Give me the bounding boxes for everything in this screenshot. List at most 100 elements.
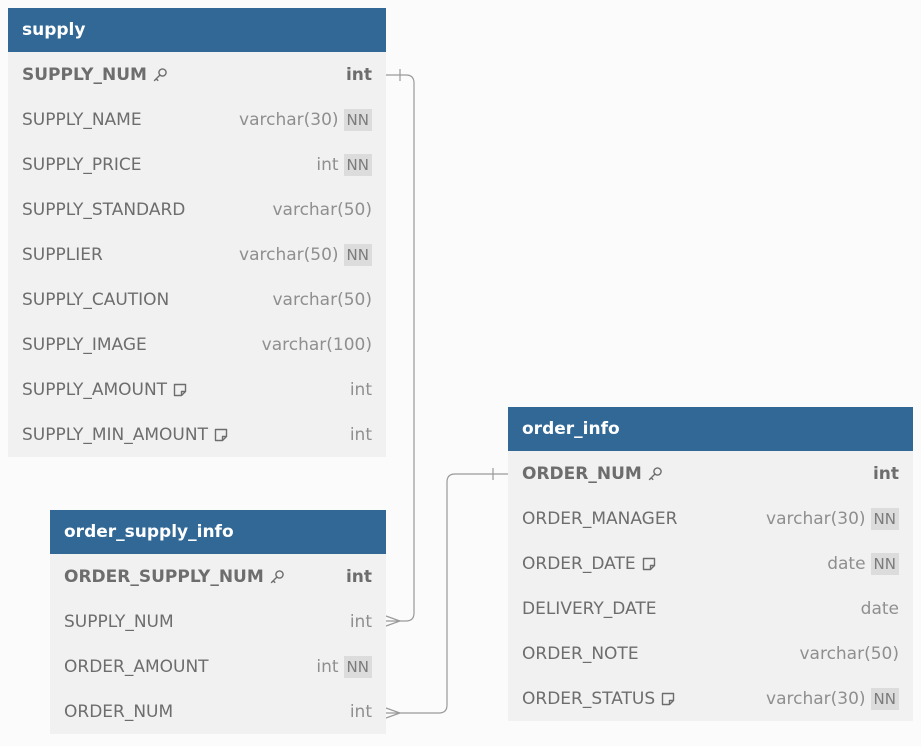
column-name-cell: SUPPLY_NAME [22,110,142,130]
note-icon[interactable] [213,427,229,443]
column-type-cell: int [346,65,372,85]
table-header[interactable]: order_info [508,407,913,451]
note-icon[interactable] [660,691,676,707]
column-name-cell: SUPPLY_NUM [22,65,168,85]
column-row-supply-min-amount[interactable]: SUPPLY_MIN_AMOUNT int [8,412,386,457]
column-type: varchar(50) [239,244,339,265]
column-name: SUPPLY_IMAGE [22,334,147,355]
column-type: int [872,463,899,484]
column-type: int [349,424,372,445]
column-type-cell: varchar(50) [272,290,372,310]
column-type-cell: int [346,567,372,587]
column-name-cell: ORDER_NUM [522,464,663,484]
relation-supply-num-line [386,74,415,622]
column-name-cell: SUPPLY_STANDARD [22,200,185,220]
column-name: SUPPLY_CAUTION [22,289,170,310]
column-name: ORDER_NOTE [522,643,639,664]
column-type: date [827,553,866,574]
column-type-cell: date [861,599,899,619]
column-row-order-note[interactable]: ORDER_NOTE varchar(50) [508,631,913,676]
column-name-cell: SUPPLY_MIN_AMOUNT [22,425,229,445]
column-type: varchar(50) [799,643,899,664]
column-row-supply-num[interactable]: SUPPLY_NUM int [50,599,386,644]
column-row-order-supply-num[interactable]: ORDER_SUPPLY_NUM int [50,554,386,599]
not-null-badge: NN [870,552,899,575]
note-icon[interactable] [641,556,657,572]
column-type: int [345,566,372,587]
column-type: varchar(30) [766,688,866,709]
column-name-cell: ORDER_AMOUNT [64,657,209,677]
column-name: SUPPLY_STANDARD [22,199,186,220]
column-type-cell: varchar(30)NN [239,108,372,131]
column-type-cell: int [350,702,372,722]
not-null-badge: NN [343,243,372,266]
column-row-supply-amount[interactable]: SUPPLY_AMOUNT int [8,367,386,412]
column-name: SUPPLY_NAME [22,109,142,130]
column-name-cell: SUPPLY_AMOUNT [22,380,188,400]
key-icon [647,466,663,482]
note-icon[interactable] [172,382,188,398]
column-row-order-num[interactable]: ORDER_NUM int [508,451,913,496]
column-type: varchar(30) [239,109,339,130]
key-icon [269,569,285,585]
column-name-cell: SUPPLY_NUM [64,612,174,632]
column-type: varchar(50) [272,289,372,310]
column-name-cell: SUPPLIER [22,245,103,265]
column-name-cell: ORDER_MANAGER [522,509,677,529]
column-name-cell: SUPPLY_IMAGE [22,335,147,355]
column-name-cell: ORDER_NOTE [522,644,639,664]
column-type: int [345,64,372,85]
not-null-badge: NN [343,108,372,131]
column-type: int [349,611,372,632]
column-row-supply-name[interactable]: SUPPLY_NAME varchar(30)NN [8,97,386,142]
column-name: ORDER_STATUS [522,688,656,709]
column-row-delivery-date[interactable]: DELIVERY_DATE date [508,586,913,631]
column-type-cell: int [350,425,372,445]
not-null-badge: NN [870,687,899,710]
column-type-cell: int [350,612,372,632]
column-row-supply-num[interactable]: SUPPLY_NUM int [8,52,386,97]
column-name-cell: ORDER_NUM [64,702,173,722]
column-type-cell: varchar(30)NN [766,687,899,710]
column-type-cell: varchar(100) [262,335,372,355]
column-name: ORDER_DATE [522,553,636,574]
table-header[interactable]: order_supply_info [50,510,386,554]
column-name: ORDER_NUM [522,463,642,484]
column-row-supply-image[interactable]: SUPPLY_IMAGE varchar(100) [8,322,386,367]
column-type: varchar(100) [261,334,372,355]
column-row-supply-standard[interactable]: SUPPLY_STANDARD varchar(50) [8,187,386,232]
column-name-cell: SUPPLY_PRICE [22,155,142,175]
column-row-supply-caution[interactable]: SUPPLY_CAUTION varchar(50) [8,277,386,322]
column-type: varchar(30) [766,508,866,529]
column-row-order-num[interactable]: ORDER_NUM int [50,689,386,734]
column-type: int [316,154,339,175]
column-name: SUPPLY_PRICE [22,154,142,175]
column-type: date [860,598,899,619]
table-header[interactable]: supply [8,8,386,52]
relation-order-many-marker [385,707,402,719]
column-name: SUPPLY_NUM [64,611,174,632]
column-name: ORDER_MANAGER [522,508,678,529]
key-icon [152,67,168,83]
column-name-cell: DELIVERY_DATE [522,599,657,619]
column-name-cell: ORDER_SUPPLY_NUM [64,567,285,587]
not-null-badge: NN [343,655,372,678]
column-type-cell: int [350,380,372,400]
column-name: SUPPLY_NUM [22,64,147,85]
column-type: int [349,379,372,400]
column-type: varchar(50) [272,199,372,220]
column-row-supplier[interactable]: SUPPLIER varchar(50)NN [8,232,386,277]
relation-order-num-line [386,473,508,714]
column-row-order-status[interactable]: ORDER_STATUS varchar(30)NN [508,676,913,721]
column-name: DELIVERY_DATE [522,598,657,619]
column-type: int [316,656,339,677]
